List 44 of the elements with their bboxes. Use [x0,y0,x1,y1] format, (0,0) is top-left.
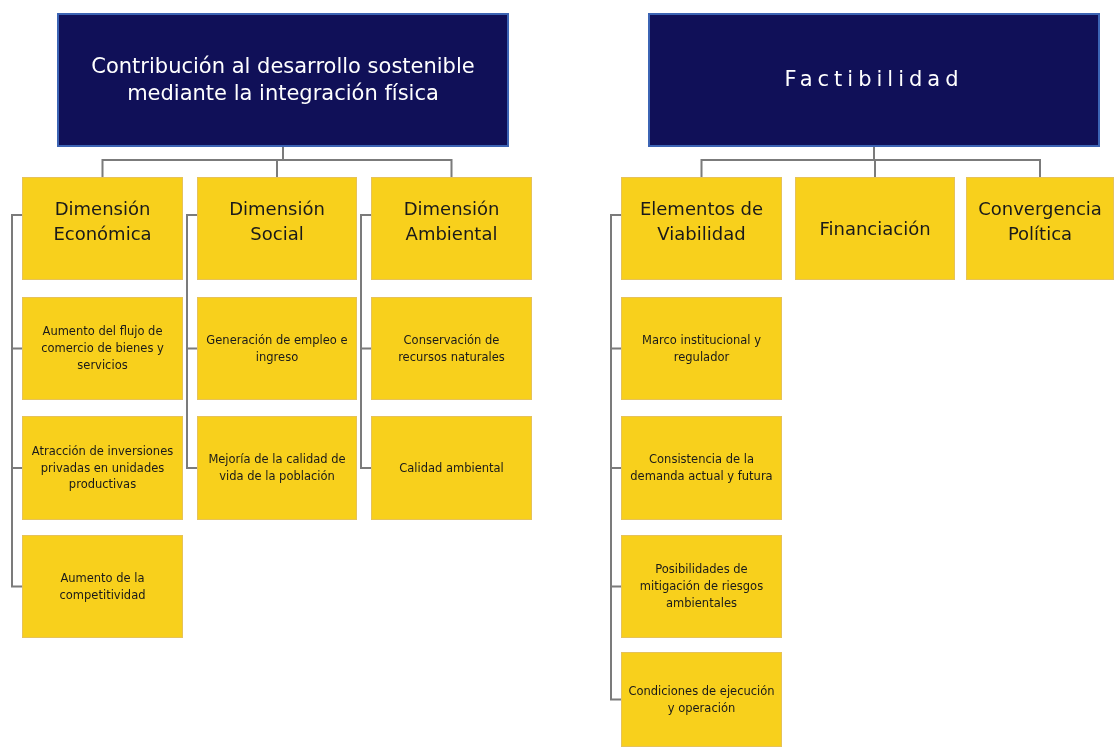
category-box [621,416,782,520]
category-box [621,177,782,280]
category-box [371,416,532,520]
box-label: Convergencia Política [977,197,1103,247]
box-label: Contribución al desarrollo sostenible mediante la integración física [90,52,476,107]
box-label: Aumento del flujo de comercio de bienes y servicios [40,323,165,374]
box-label: Atracción de inversiones privadas en unidades productivas [30,443,175,493]
box-label: Aumento de la competitividad [58,569,147,604]
connector-line [873,146,1041,178]
box-label: Conservación de recursos naturales [397,331,506,366]
category-box [22,177,183,280]
category-box [966,177,1114,280]
box-label: Posibilidades de mitigación de riesgos ambientales [638,561,765,612]
category-box [795,177,955,280]
box-label: Consistencia de la demanda actual y futura [629,451,774,485]
category-box [22,297,183,400]
category-box [621,297,782,400]
box-label: Financiación [819,216,931,241]
category-box [197,177,357,280]
box-label: Mejoría de la calidad de vida de la población [207,451,347,485]
header-box [648,13,1100,147]
category-box [621,535,782,638]
category-box [621,652,782,747]
box-label: Elementos de Viabilidad [638,197,765,247]
connector-line [186,214,198,469]
category-box [22,416,183,520]
connector-line [360,214,372,469]
category-box [197,297,357,400]
box-label: Dimensión Económica [52,197,153,247]
connector-line [610,214,622,701]
category-box [197,416,357,520]
box-label: Dimensión Social [228,197,326,247]
header-box [57,13,509,147]
box-label: Dimensión Ambiental [402,197,501,247]
box-label: Marco institucional y regulador [641,331,762,366]
box-label: Generación de empleo e ingreso [205,331,349,366]
category-box [22,535,183,638]
connector-line [11,214,23,588]
box-label: Calidad ambiental [399,459,504,477]
category-box [371,297,532,400]
box-label: Factibilidad [784,66,964,94]
category-box [371,177,532,280]
box-label: Condiciones de ejecución y operación [628,682,775,717]
connector-line [282,146,453,178]
